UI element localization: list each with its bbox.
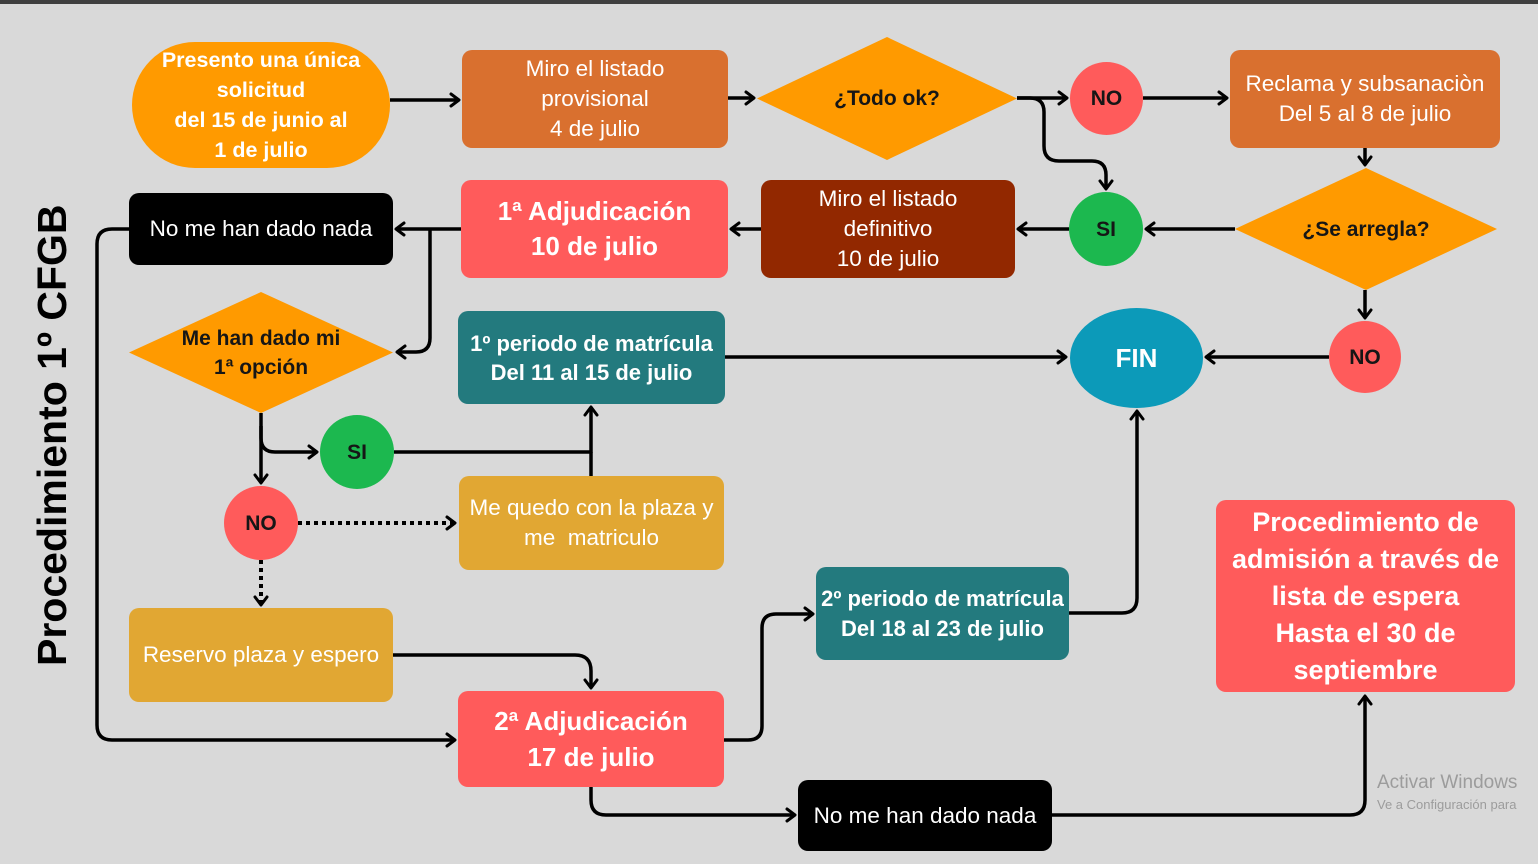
node-label-line: FIN bbox=[1115, 343, 1158, 373]
decision-first-option: Me han dado mi 1ª opción bbox=[129, 292, 393, 413]
node-label-line: 1ª opción bbox=[213, 355, 309, 379]
nothing-awarded-node-2: No me han dado nada bbox=[798, 780, 1052, 851]
node-label-line: 2ª Adjudicación bbox=[494, 706, 688, 736]
node-label-line: ¿Se arregla? bbox=[1302, 217, 1430, 241]
solid-connectors bbox=[95, 90, 1373, 823]
node-label-line: SI bbox=[347, 440, 367, 464]
connector-nothing-to-waiting-list bbox=[1052, 694, 1373, 817]
node-label-line: Miro el listado bbox=[818, 186, 958, 211]
node-label-line: NO bbox=[1349, 345, 1381, 369]
provisional-list-node: Miro el listado provisional 4 de julio bbox=[462, 50, 728, 148]
node-label-line: Reclama y subsanaciòn bbox=[1245, 71, 1485, 96]
node-label-line: Me han dado mi bbox=[181, 326, 341, 350]
definitive-list-node: Miro el listado definitivo 10 de julio bbox=[761, 180, 1015, 278]
node-label-line: solicitud bbox=[216, 78, 306, 102]
node-label-line: Del 18 al 23 de julio bbox=[841, 615, 1044, 641]
second-award-node: 2ª Adjudicación 17 de julio bbox=[458, 691, 724, 787]
node-label-line: NO bbox=[1090, 87, 1123, 110]
node-label-line: Del 5 al 8 de julio bbox=[1278, 101, 1452, 126]
first-option-no-circle: NO bbox=[224, 486, 298, 560]
node-label-line: No me han dado nada bbox=[813, 802, 1037, 828]
node-label-line: Reservo plaza y espero bbox=[142, 642, 380, 667]
node-label-line: Hasta el 30 de bbox=[1275, 617, 1456, 648]
application-submission-node: Presento una única solicitud del 15 de j… bbox=[132, 42, 390, 168]
node-label-line: Me quedo con la plaza y bbox=[469, 495, 714, 520]
node-label-line: 10 de julio bbox=[530, 231, 659, 261]
connector-second-award-to-second-enrollment bbox=[724, 606, 815, 742]
node-label-line: 1 de julio bbox=[214, 138, 308, 162]
connector-nothing-to-second-award bbox=[95, 227, 457, 748]
top-border bbox=[0, 0, 1538, 4]
node-label-line: NO bbox=[245, 511, 277, 535]
first-option-si-circle: SI bbox=[320, 415, 394, 489]
connector-first-option-to-si bbox=[259, 426, 319, 460]
node-label-line: lista de espera bbox=[1271, 580, 1460, 611]
node-label-line: Presento una única bbox=[161, 48, 361, 72]
windows-activation-watermark: Activar Windows Ve a Configuración para bbox=[1377, 772, 1538, 816]
connector-second-enrollment-to-fin bbox=[1069, 409, 1145, 615]
todo-ok-no-circle: NO bbox=[1070, 62, 1143, 135]
node-label-line: SI bbox=[1096, 217, 1116, 241]
connector-first-award-to-first-option bbox=[395, 229, 432, 360]
node-label-line: 1º periodo de matrícula bbox=[470, 330, 713, 356]
node-label-line: Miro el listado bbox=[525, 56, 665, 81]
first-award-node: 1ª Adjudicación 10 de julio bbox=[461, 180, 728, 278]
dotted-connectors bbox=[253, 515, 457, 607]
node-label-line: definitivo bbox=[843, 216, 933, 241]
node-label-line: 4 de julio bbox=[549, 116, 641, 141]
node-label-line: septiembre bbox=[1293, 654, 1438, 685]
node-label-line: 2º periodo de matrícula bbox=[821, 585, 1064, 611]
node-label-line: admisión a través de bbox=[1231, 543, 1500, 574]
node-label-line: provisional bbox=[541, 86, 649, 111]
node-label-line: No me han dado nada bbox=[149, 216, 373, 241]
second-enrollment-node: 2º periodo de matrícula Del 18 al 23 de … bbox=[816, 567, 1069, 660]
node-label-line: del 15 de junio al bbox=[174, 108, 348, 132]
node-label-line: me matriculo bbox=[523, 525, 660, 550]
waiting-list-node: Procedimiento de admisión a través de li… bbox=[1216, 500, 1515, 692]
node-label-line: 1ª Adjudicación bbox=[497, 196, 692, 226]
watermark-title: Activar Windows bbox=[1377, 772, 1518, 793]
connector-todo-ok-to-si bbox=[1017, 96, 1114, 191]
node-label-line: Procedimiento de bbox=[1252, 506, 1479, 537]
node-label-line: 10 de julio bbox=[836, 246, 940, 271]
decision-todo-ok: ¿Todo ok? bbox=[757, 37, 1017, 160]
fin-node: FIN bbox=[1070, 308, 1203, 408]
claim-node: Reclama y subsanaciòn Del 5 al 8 de juli… bbox=[1230, 50, 1500, 148]
node-label-line: 17 de julio bbox=[527, 742, 655, 772]
reserve-place-node: Reservo plaza y espero bbox=[129, 608, 393, 702]
keep-place-node: Me quedo con la plaza y me matriculo bbox=[459, 476, 724, 570]
connector-second-award-to-nothing bbox=[589, 787, 797, 823]
se-arregla-no-circle: NO bbox=[1329, 321, 1401, 393]
decision-se-arregla: ¿Se arregla? bbox=[1235, 168, 1497, 290]
se-arregla-si-circle: SI bbox=[1069, 192, 1143, 266]
watermark-subtitle: Ve a Configuración para bbox=[1377, 797, 1517, 812]
connector-si-to-first-enrollment bbox=[394, 405, 599, 454]
first-enrollment-node: 1º periodo de matrícula Del 11 al 15 de … bbox=[458, 311, 725, 404]
node-label-line: Del 11 al 15 de julio bbox=[490, 359, 693, 385]
node-label-line: ¿Todo ok? bbox=[834, 87, 940, 110]
connector-reserve-to-second-award bbox=[393, 653, 599, 690]
nothing-awarded-node-1: No me han dado nada bbox=[129, 193, 393, 265]
